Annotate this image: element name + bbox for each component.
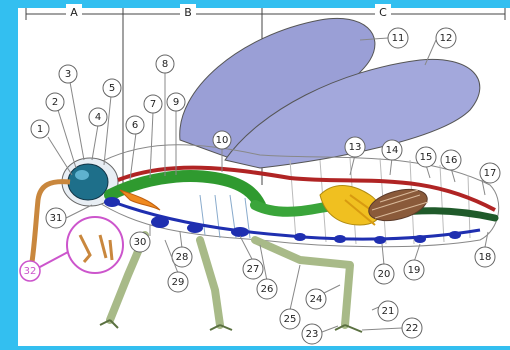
callout-number: 32 [24, 266, 37, 277]
callout-number: 14 [386, 145, 399, 156]
callout: 32 [20, 261, 40, 281]
callout-number: 24 [310, 294, 323, 305]
callout-number: 1 [37, 124, 43, 135]
callout-number: 5 [109, 83, 115, 94]
callout-number: 25 [284, 314, 297, 325]
section-label-b: B [184, 6, 192, 19]
callout-number: 3 [65, 69, 71, 80]
callout-number: 29 [172, 277, 185, 288]
callout-number: 28 [176, 252, 189, 263]
callout-number: 10 [216, 135, 229, 146]
section-label-a: A [70, 6, 78, 19]
callout-number: 7 [150, 99, 156, 110]
callout-number: 9 [173, 97, 179, 108]
callout-number: 11 [392, 33, 405, 44]
callout-number: 22 [406, 323, 419, 334]
callout-number: 19 [408, 265, 421, 276]
section-label-c: C [379, 6, 387, 19]
callout-number: 27 [247, 264, 260, 275]
callout-number: 6 [132, 120, 138, 131]
callout-number: 30 [134, 237, 147, 248]
callout-number: 16 [445, 155, 458, 166]
callout-number: 18 [479, 252, 492, 263]
callout-number: 20 [378, 269, 391, 280]
callout-number: 12 [440, 33, 453, 44]
callout-number: 26 [261, 284, 274, 295]
callout-number: 4 [95, 112, 101, 123]
compound-eye [68, 164, 108, 200]
callout-number: 13 [349, 142, 362, 153]
callout-number: 23 [306, 329, 319, 340]
callout-number: 21 [382, 306, 395, 317]
callout-number: 2 [52, 97, 58, 108]
callout-number: 31 [50, 213, 63, 224]
callout-number: 17 [484, 168, 497, 179]
callout-number: 8 [162, 59, 168, 70]
callout-number: 15 [420, 152, 433, 163]
